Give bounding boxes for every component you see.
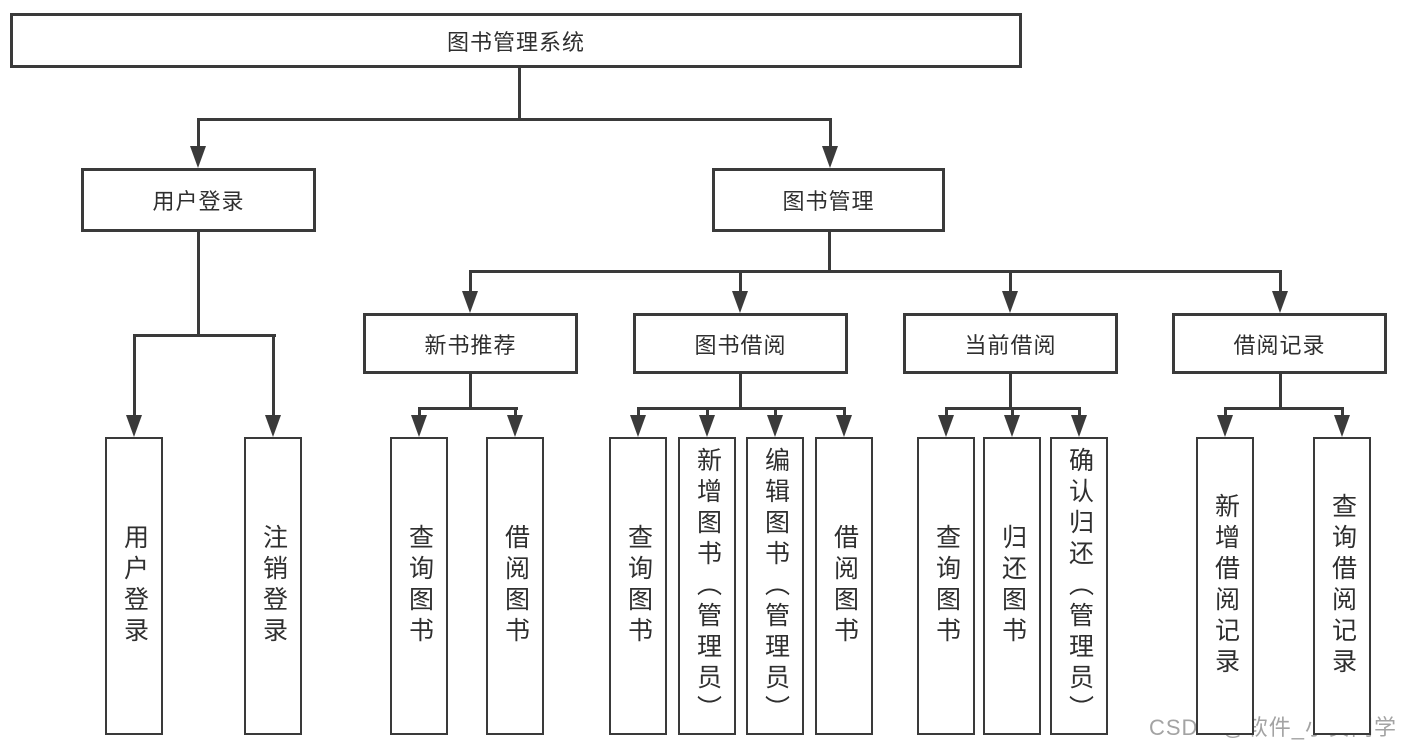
connector-line bbox=[469, 273, 472, 293]
arrow-down-icon bbox=[630, 415, 646, 437]
node-g3-borrow-book: 借阅图书 bbox=[815, 437, 873, 735]
connector-line bbox=[197, 121, 200, 149]
node-g5-query-borrow-record: 查询借阅记录 bbox=[1313, 437, 1371, 735]
arrow-down-icon bbox=[699, 415, 715, 437]
arrow-down-icon bbox=[1334, 415, 1350, 437]
connector-line bbox=[133, 334, 276, 337]
node-label: 新增图书（管理员） bbox=[693, 446, 722, 726]
node-label: 查询图书 bbox=[624, 524, 653, 648]
node-g1-logout: 注销登录 bbox=[244, 437, 302, 735]
arrow-down-icon bbox=[462, 291, 478, 313]
connector-line bbox=[514, 410, 517, 417]
connector-line bbox=[739, 273, 742, 293]
connector-line bbox=[197, 118, 832, 121]
node-g2-query-book: 查询图书 bbox=[390, 437, 448, 735]
node-label: 借阅图书 bbox=[830, 524, 859, 648]
arrow-down-icon bbox=[767, 415, 783, 437]
node-book-mgmt: 图书管理 bbox=[712, 168, 945, 232]
node-g4-confirm-return-admin: 确认归还（管理员） bbox=[1050, 437, 1108, 735]
connector-line bbox=[418, 407, 518, 410]
node-label: 注销登录 bbox=[259, 524, 288, 648]
node-label: 新增借阅记录 bbox=[1211, 493, 1240, 679]
node-g5-add-borrow-record: 新增借阅记录 bbox=[1196, 437, 1254, 735]
node-new-book-rec: 新书推荐 bbox=[363, 313, 578, 374]
connector-line bbox=[469, 270, 1282, 273]
connector-line bbox=[945, 407, 1081, 410]
connector-line bbox=[843, 410, 846, 417]
node-current-borrow: 当前借阅 bbox=[903, 313, 1118, 374]
connector-line bbox=[469, 374, 472, 410]
arrow-down-icon bbox=[822, 146, 838, 168]
arrow-down-icon bbox=[1002, 291, 1018, 313]
node-label: 新书推荐 bbox=[424, 332, 517, 358]
connector-line bbox=[1009, 374, 1012, 410]
node-label: 确认归还（管理员） bbox=[1065, 446, 1094, 726]
connector-line bbox=[1078, 410, 1081, 417]
node-g3-edit-book-admin: 编辑图书（管理员） bbox=[746, 437, 804, 735]
connector-line bbox=[1011, 410, 1014, 417]
node-g1-user-login: 用户登录 bbox=[105, 437, 163, 735]
connector-line bbox=[739, 374, 742, 410]
node-label: 归还图书 bbox=[998, 524, 1027, 648]
arrow-down-icon bbox=[938, 415, 954, 437]
arrow-down-icon bbox=[1071, 415, 1087, 437]
node-borrow-record: 借阅记录 bbox=[1172, 313, 1387, 374]
node-label: 图书管理 bbox=[782, 189, 875, 214]
node-g3-query-book: 查询图书 bbox=[609, 437, 667, 735]
node-label: 查询借阅记录 bbox=[1328, 493, 1357, 679]
node-user-login: 用户登录 bbox=[81, 168, 316, 232]
connector-line bbox=[774, 410, 777, 417]
connector-line bbox=[828, 232, 831, 273]
node-g4-return-book: 归还图书 bbox=[983, 437, 1041, 735]
arrow-down-icon bbox=[1272, 291, 1288, 313]
node-g4-query-book: 查询图书 bbox=[917, 437, 975, 735]
node-label: 借阅记录 bbox=[1233, 332, 1326, 358]
connector-line bbox=[706, 410, 709, 417]
connector-line bbox=[1279, 374, 1282, 410]
arrow-down-icon bbox=[507, 415, 523, 437]
node-label: 查询图书 bbox=[405, 524, 434, 648]
node-g2-borrow-book: 借阅图书 bbox=[486, 437, 544, 735]
node-label: 编辑图书（管理员） bbox=[761, 446, 790, 726]
arrow-down-icon bbox=[732, 291, 748, 313]
arrow-down-icon bbox=[836, 415, 852, 437]
connector-line bbox=[518, 68, 521, 121]
connector-line bbox=[637, 410, 640, 417]
node-label: 查询图书 bbox=[932, 524, 961, 648]
arrow-down-icon bbox=[1004, 415, 1020, 437]
connector-line bbox=[418, 410, 421, 417]
node-label: 当前借阅 bbox=[964, 332, 1057, 358]
connector-line bbox=[1341, 410, 1344, 417]
connector-line bbox=[1279, 273, 1282, 293]
connector-line bbox=[637, 407, 846, 410]
connector-line bbox=[133, 337, 136, 417]
node-root: 图书管理系统 bbox=[10, 13, 1022, 68]
connector-line bbox=[1224, 407, 1344, 410]
node-label: 用户登录 bbox=[120, 524, 149, 648]
node-label: 图书借阅 bbox=[694, 332, 787, 358]
node-g3-add-book-admin: 新增图书（管理员） bbox=[678, 437, 736, 735]
arrow-down-icon bbox=[411, 415, 427, 437]
connector-line bbox=[1224, 410, 1227, 417]
connector-line bbox=[945, 410, 948, 417]
arrow-down-icon bbox=[1217, 415, 1233, 437]
connector-line bbox=[197, 232, 200, 337]
arrow-down-icon bbox=[190, 146, 206, 168]
connector-line bbox=[829, 121, 832, 149]
node-book-borrow: 图书借阅 bbox=[633, 313, 848, 374]
node-label: 借阅图书 bbox=[501, 524, 530, 648]
connector-line bbox=[272, 337, 275, 417]
node-label: 图书管理系统 bbox=[446, 29, 585, 55]
node-label: 用户登录 bbox=[152, 189, 245, 214]
connector-line bbox=[1009, 273, 1012, 293]
arrow-down-icon bbox=[265, 415, 281, 437]
arrow-down-icon bbox=[126, 415, 142, 437]
